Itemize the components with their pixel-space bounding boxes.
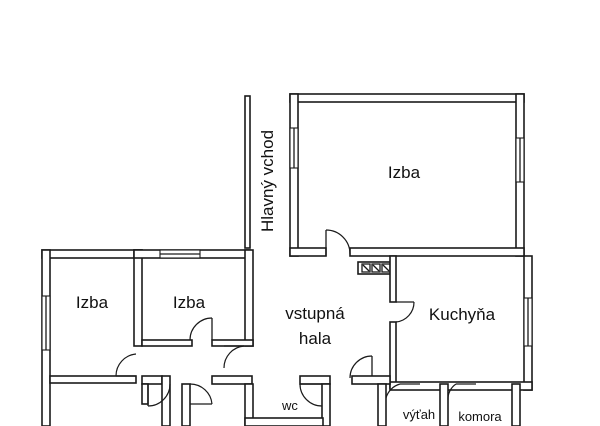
kitchen-label: Kuchyňa bbox=[429, 305, 496, 324]
hall-walls bbox=[141, 345, 391, 385]
room-top-right-walls bbox=[289, 93, 525, 257]
wc-walls bbox=[244, 383, 331, 426]
hall-label-line1: vstupná bbox=[285, 304, 345, 323]
room-middle-left-walls bbox=[133, 249, 254, 347]
elevator-walls bbox=[377, 383, 449, 426]
room-middle-left-label: Izba bbox=[173, 293, 206, 312]
entrance-wall bbox=[244, 95, 251, 249]
pantry-label: komora bbox=[458, 409, 502, 424]
room-top-right-label: Izba bbox=[388, 163, 421, 182]
elevator-label: výťah bbox=[403, 407, 435, 422]
wc-label: wc bbox=[281, 398, 298, 413]
corridor-walls bbox=[141, 375, 213, 426]
room-left-walls bbox=[41, 249, 143, 426]
main-entrance-label: Hlavný vchod bbox=[258, 130, 277, 232]
stove-icon bbox=[357, 261, 395, 275]
hall-label-line2: hala bbox=[299, 329, 332, 348]
pantry-walls bbox=[447, 383, 521, 426]
room-left-label: Izba bbox=[76, 293, 109, 312]
